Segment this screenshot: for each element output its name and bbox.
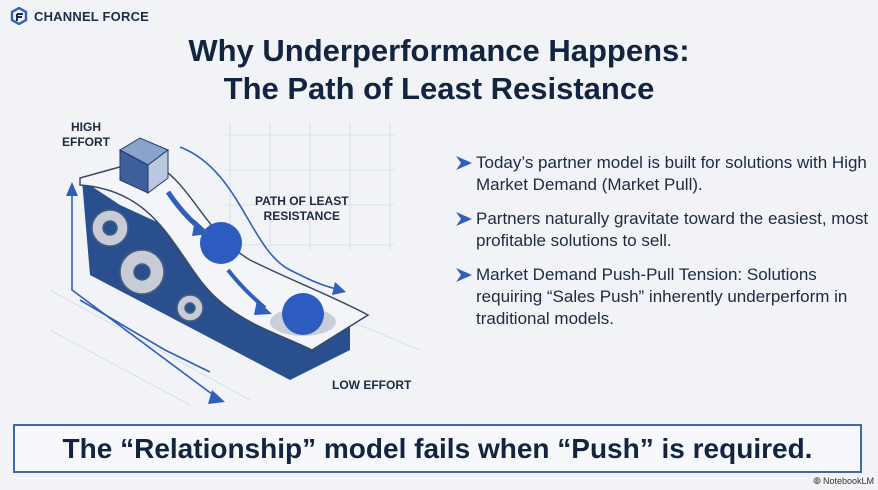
watermark-text: NotebookLM bbox=[822, 475, 874, 486]
ramp-illustration: HIGH EFFORT PATH OF LEAST RESISTANCE LOW… bbox=[49, 110, 430, 410]
hexagon-logo-icon bbox=[10, 7, 28, 25]
bullet-item: Partners naturally gravitate toward the … bbox=[452, 208, 872, 252]
title-line-2: The Path of Least Resistance bbox=[223, 71, 655, 106]
title-line-1: Why Underperformance Happens: bbox=[188, 33, 690, 68]
block-icon bbox=[118, 137, 169, 194]
label-low-effort: LOW EFFORT bbox=[332, 378, 412, 392]
ramp-diagram bbox=[49, 122, 421, 406]
bullet-item: Market Demand Push-Pull Tension: Solutio… bbox=[452, 264, 872, 330]
bullet-list: Today’s partner model is built for solut… bbox=[452, 152, 872, 342]
bottom-banner: The “Relationship” model fails when “Pus… bbox=[13, 424, 862, 473]
chevron-right-icon bbox=[456, 268, 472, 282]
notebooklm-icon: ◍ bbox=[813, 475, 821, 485]
chevron-right-icon bbox=[456, 156, 472, 170]
brand-name: CHANNEL FORCE bbox=[34, 8, 150, 24]
brand: CHANNEL FORCE bbox=[10, 7, 149, 25]
bullet-text: Market Demand Push-Pull Tension: Solutio… bbox=[476, 265, 848, 328]
bullet-text: Partners naturally gravitate toward the … bbox=[476, 209, 869, 250]
arrowheads bbox=[66, 182, 346, 404]
bottom-banner-text: The “Relationship” model fails when “Pus… bbox=[62, 432, 813, 464]
watermark: ◍ NotebookLM bbox=[813, 475, 874, 486]
bullet-item: Today’s partner model is built for solut… bbox=[452, 152, 872, 196]
ball-upper bbox=[200, 222, 242, 264]
label-high-effort: HIGH EFFORT bbox=[62, 120, 110, 149]
ball-lower bbox=[282, 293, 324, 335]
label-path-of-least-resistance: PATH OF LEAST RESISTANCE bbox=[255, 194, 349, 223]
page-title: Why Underperformance Happens: The Path o… bbox=[0, 32, 878, 108]
gear-icon bbox=[91, 209, 204, 322]
chevron-right-icon bbox=[456, 212, 472, 226]
bullet-text: Today’s partner model is built for solut… bbox=[476, 153, 867, 194]
